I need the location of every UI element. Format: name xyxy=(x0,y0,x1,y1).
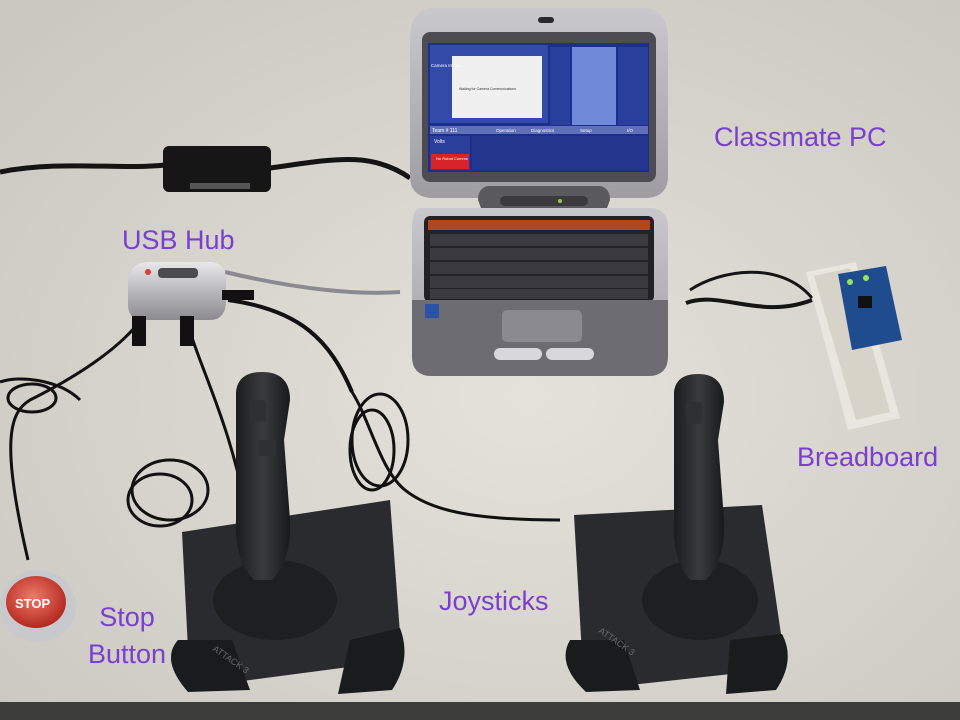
no-robot-comms-text: No Robot Comms xyxy=(436,156,468,161)
table-edge xyxy=(0,702,960,720)
volts-text: Volts xyxy=(434,139,445,145)
usb-hub xyxy=(0,262,401,561)
breadboard xyxy=(685,262,902,430)
tab-diagnostics-text: Diagnostics xyxy=(531,128,555,133)
team-number-text: Team # 111 xyxy=(432,128,458,134)
label-joysticks: Joysticks xyxy=(439,586,549,616)
camera-title-text: Camera Image xyxy=(431,63,461,68)
keyboard-keys xyxy=(430,234,648,299)
label-classmate-pc: Classmate PC xyxy=(714,122,887,152)
classmate-pc-laptop: Camera Image Waiting for Camera Communic… xyxy=(410,8,668,376)
camera-message-text: Waiting for Camera Communications xyxy=(459,87,516,91)
label-stop-button: Stop Button xyxy=(87,602,167,669)
stop-face-text: STOP xyxy=(15,596,50,611)
laptop-touchpad xyxy=(502,310,582,342)
tab-io-text: I/O xyxy=(627,128,634,133)
tab-operation-text: Operation xyxy=(496,128,516,133)
label-usb-hub: USB Hub xyxy=(122,225,235,255)
joystick-right: ATTACK 3 xyxy=(565,374,788,694)
stop-button: STOP xyxy=(0,570,76,642)
power-adapter xyxy=(0,146,412,192)
label-breadboard: Breadboard xyxy=(797,442,939,472)
cables xyxy=(6,382,561,528)
joystick-left: ATTACK 3 xyxy=(170,372,405,694)
tab-setup-text: Setup xyxy=(580,128,592,133)
